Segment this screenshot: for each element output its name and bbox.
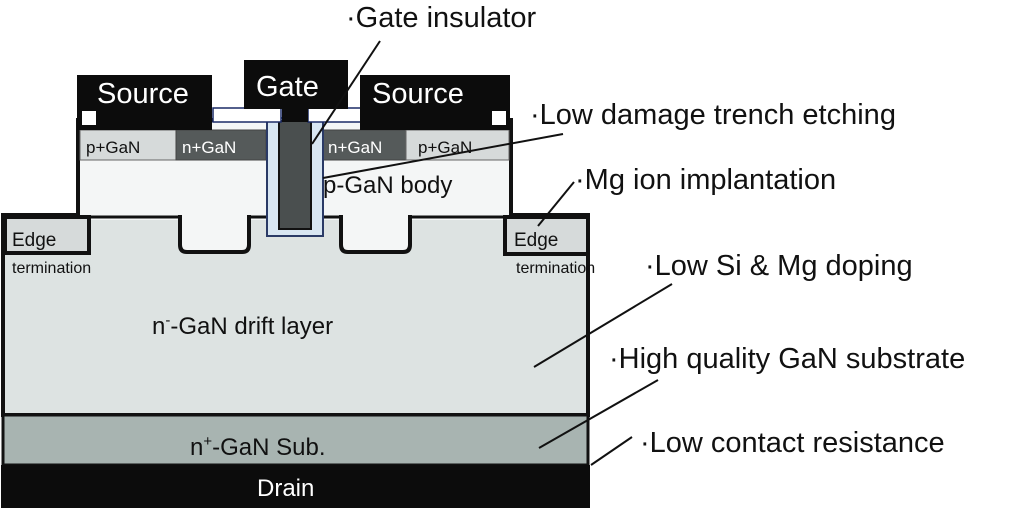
n-plus-left <box>175 129 267 161</box>
substrate-layer <box>1 413 590 467</box>
p-body-label: p-GaN body <box>323 172 452 199</box>
source-electrode-left <box>77 75 212 130</box>
annotation-trench-etching: ·Low damage trench etching <box>530 99 896 131</box>
leader-gate-insulator <box>311 40 381 145</box>
source-left-label: Source <box>97 78 189 110</box>
drain-label: Drain <box>257 475 314 502</box>
annotation-gate-insulator: ·Gate insulator <box>346 2 537 34</box>
substrate-label: n+-GaN Sub. <box>190 433 326 461</box>
leader-substrate <box>538 379 659 449</box>
edge-left-sub-label: termination <box>12 260 91 277</box>
insulator-cap-left <box>212 107 282 123</box>
n-plus-right-label: n+GaN <box>328 138 382 157</box>
leader-trench-etching <box>322 133 564 179</box>
annotation-mg-implantation: ·Mg ion implantation <box>575 164 836 196</box>
p-plus-right-label: p+GaN <box>418 138 472 157</box>
drift-layer <box>1 213 590 417</box>
edge-termination-left <box>3 215 91 255</box>
n-plus-left-label: n+GaN <box>182 138 236 157</box>
contact-square-right <box>492 111 506 125</box>
p-pocket-right <box>339 215 412 254</box>
annotation-si-mg-doping: ·Low Si & Mg doping <box>645 250 913 282</box>
gate-poly <box>278 120 312 230</box>
annotation-contact-resistance: ·Low contact resistance <box>640 427 945 459</box>
leader-mg-implant <box>537 181 575 227</box>
p-plus-left-label: p+GaN <box>86 138 140 157</box>
source-electrode-right <box>360 75 510 130</box>
edge-right-label: Edge <box>514 230 558 251</box>
drift-layer-label: n--GaN drift layer <box>152 312 333 340</box>
source-right-label: Source <box>372 78 464 110</box>
contact-square-left <box>82 111 96 125</box>
drain-electrode <box>1 465 590 508</box>
edge-right-sub-label: termination <box>516 260 595 277</box>
leader-contact <box>590 436 633 466</box>
gate-label: Gate <box>256 71 319 103</box>
p-pocket-left <box>178 215 251 254</box>
gate-electrode <box>244 60 348 109</box>
leader-si-mg-doping <box>533 283 673 368</box>
annotation-high-quality-substrate: ·High quality GaN substrate <box>609 343 965 375</box>
edge-left-label: Edge <box>12 230 56 251</box>
p-plus-right <box>405 129 510 161</box>
